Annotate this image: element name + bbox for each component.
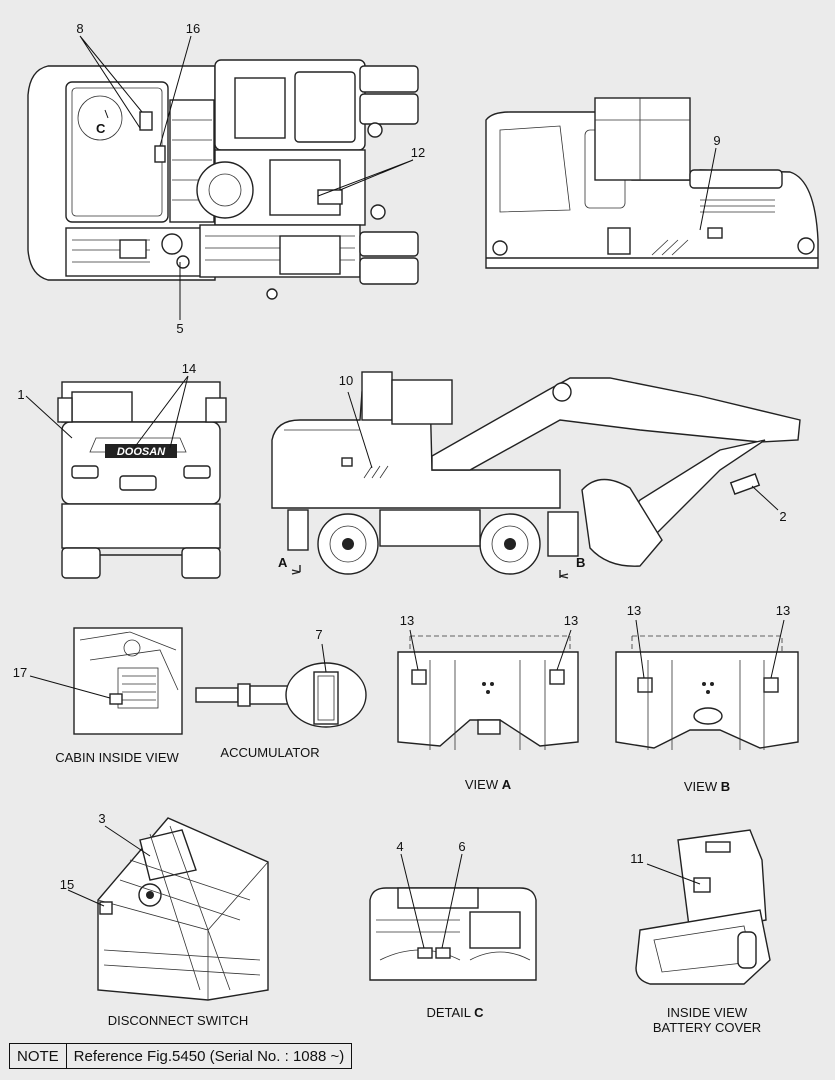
marker-c: C xyxy=(96,121,106,136)
accumulator-drawing xyxy=(195,662,367,728)
note-label: NOTE xyxy=(10,1044,67,1068)
side-view-drawing xyxy=(485,97,819,269)
callout-14: 14 xyxy=(181,361,197,376)
callout-1: 1 xyxy=(17,387,25,402)
note-text: Reference Fig.5450 (Serial No. : 1088 ~) xyxy=(73,1047,345,1065)
caption-inside-view: INSIDE VIEW xyxy=(666,1005,748,1020)
callout-10: 10 xyxy=(338,373,354,388)
callout-13-view-b-right: 13 xyxy=(775,603,791,618)
caption-view-a: VIEW A xyxy=(464,777,512,792)
battery-cover-drawing xyxy=(635,829,771,985)
callout-12: 12 xyxy=(410,145,426,160)
caption-disconnect-switch: DISCONNECT SWITCH xyxy=(107,1013,249,1028)
rear-view-drawing: DOOSAN xyxy=(57,381,227,579)
callout-8: 8 xyxy=(76,21,84,36)
doosan-logo-text: DOOSAN xyxy=(117,446,166,458)
caption-cabin-inside-view: CABIN INSIDE VIEW xyxy=(55,750,179,765)
callout-5: 5 xyxy=(176,321,184,336)
caption-battery-cover: BATTERY COVER xyxy=(652,1020,762,1035)
top-view-drawing xyxy=(27,59,419,300)
callout-2: 2 xyxy=(779,509,787,524)
leader-lines xyxy=(25,35,785,949)
caption-detail-c: DETAIL C xyxy=(426,1005,484,1020)
callout-15: 15 xyxy=(59,877,75,892)
callout-11: 11 xyxy=(630,851,644,866)
disconnect-switch-drawing xyxy=(97,817,269,1001)
callout-17: 17 xyxy=(12,665,28,680)
callout-13-view-a-left: 13 xyxy=(399,613,415,628)
callout-16: 16 xyxy=(185,21,201,36)
callout-13-view-a-right: 13 xyxy=(563,613,579,628)
marker-b: B xyxy=(576,555,586,570)
view-a-drawing xyxy=(397,635,579,750)
view-b-drawing xyxy=(615,635,799,750)
marker-a: A xyxy=(278,555,288,570)
caption-view-b: VIEW B xyxy=(683,779,731,794)
cabin-inside-drawing xyxy=(73,627,183,735)
callout-7: 7 xyxy=(315,627,323,642)
callout-9: 9 xyxy=(713,133,721,148)
callout-6: 6 xyxy=(458,839,466,854)
detail-c-drawing xyxy=(369,887,537,981)
wheeled-excavator-drawing xyxy=(271,371,801,579)
caption-accumulator: ACCUMULATOR xyxy=(220,745,320,760)
callout-3: 3 xyxy=(98,811,106,826)
callout-4: 4 xyxy=(396,839,404,854)
note-box: NOTE Reference Fig.5450 (Serial No. : 10… xyxy=(9,1043,353,1069)
callout-13-view-b-left: 13 xyxy=(626,603,642,618)
